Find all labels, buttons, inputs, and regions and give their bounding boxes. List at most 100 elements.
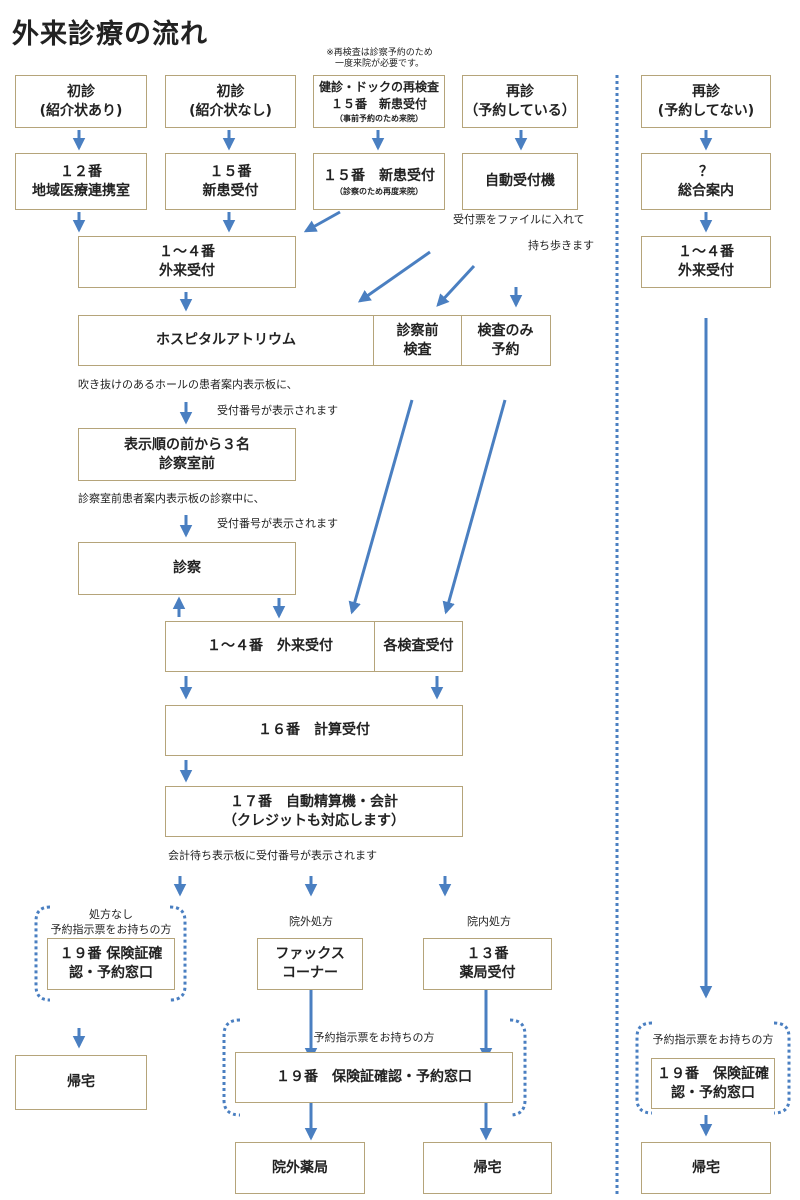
general-information: ？ 総合案内 — [641, 153, 771, 210]
outpatient-reception-second: １～４番 外来受付 各検査受付 — [165, 621, 463, 672]
hospital-atrium: ホスピタルアトリウム 診察前 検査 検査のみ 予約 — [78, 315, 551, 366]
box-line: （予約している） — [464, 102, 576, 119]
box-line: (紹介状なし) — [189, 102, 272, 119]
pharmacy-reception: １３番 薬局受付 — [423, 938, 552, 990]
box-line: (予約してない) — [657, 102, 755, 119]
box-line: 院外薬局 — [272, 1159, 328, 1176]
box-line: １９番 保険証確認・予約窓口 — [276, 1069, 472, 1085]
box-line: 帰宅 — [67, 1074, 95, 1090]
box-line: １５番 新患受付 — [323, 167, 435, 184]
right-group-label: 予約指示票をお持ちの方 — [652, 1033, 774, 1046]
box-line: 帰宅 — [692, 1159, 720, 1176]
box-line: １～４番 — [678, 244, 734, 260]
file-note-line2: 持ち歩きます — [528, 239, 594, 252]
box-line: 総合案内 — [678, 182, 734, 199]
box-line: 外来受付 — [678, 263, 734, 279]
revisit-without-appointment: 再診 (予約してない) — [641, 75, 771, 128]
go-home-center: 帰宅 — [423, 1142, 552, 1194]
box-line: １～４番 — [159, 244, 215, 260]
outside-pharmacy: 院外薬局 — [235, 1142, 365, 1194]
new-patient-reception-revisit: １５番 新患受付 （診察のため再度来院） — [313, 153, 445, 210]
recheck-note-line2: 一度来院が必要です。 — [334, 59, 425, 69]
reception2-main: １～４番 外来受付 — [166, 622, 374, 671]
box-line: 再診 — [506, 83, 534, 100]
box-line: （クレジットも対応します） — [223, 812, 405, 829]
payment-note: 会計待ち表示板に受付番号が表示されます — [168, 849, 377, 862]
outside-prescription-label: 院外処方 — [289, 915, 333, 928]
first-visit-without-referral: 初診 (紹介状なし) — [165, 75, 296, 128]
box-line: １９番 保険証確 — [657, 1065, 769, 1082]
outpatient-reception-right: １～４番 外来受付 — [641, 236, 771, 288]
box-line: 地域医療連携室 — [32, 182, 130, 199]
box-line: 各検査受付 — [383, 638, 454, 654]
first-visit-with-referral: 初診 (紹介状あり) — [15, 75, 147, 128]
box-line: 表示順の前から３名 — [124, 436, 250, 453]
new-patient-reception: １５番 新患受付 — [165, 153, 296, 210]
box-line: 外来受付 — [159, 263, 215, 279]
auto-reception-machine: 自動受付機 — [462, 153, 578, 210]
atrium-pre-exam: 診察前 検査 — [373, 316, 461, 365]
revisit-with-appointment: 再診 （予約している） — [462, 75, 578, 128]
box-line: コーナー — [282, 965, 338, 981]
box-line: 再診 — [692, 83, 720, 100]
box-line: ？ — [699, 163, 713, 180]
payment-machine: １７番 自動精算機・会計 （クレジットも対応します） — [165, 786, 463, 837]
file-note-line1: 受付票をファイルに入れて — [453, 213, 585, 226]
box-line: （診察のため再度来院） — [335, 186, 423, 196]
center-group-label: 予約指示票をお持ちの方 — [313, 1031, 435, 1044]
box-line: ホスピタルアトリウム — [156, 332, 296, 348]
box-line: 検査のみ — [477, 322, 534, 339]
insurance-check-left: １９番 保険証確 認・予約窓口 — [47, 938, 175, 990]
insurance-check-center: １９番 保険証確認・予約窓口 — [235, 1052, 513, 1103]
box-line: 薬局受付 — [459, 965, 516, 981]
box-line: (紹介状あり) — [39, 102, 123, 119]
box-line: 新患受付 — [202, 182, 259, 199]
box-line: ファックス — [275, 946, 345, 962]
recheck-note-line1: ※再検査は診察予約のため — [326, 48, 433, 58]
box-line: 検査 — [403, 341, 432, 358]
box-line: 予約 — [491, 341, 520, 358]
box-line: 診察前 — [396, 322, 439, 339]
checkup-recheck: 健診・ドックの再検査 １５番 新患受付 （事前予約のため来院） — [313, 75, 445, 128]
insurance-check-right: １９番 保険証確 認・予約窓口 — [651, 1058, 775, 1109]
box-line: 診察室前 — [159, 455, 215, 472]
box-line: 診察 — [173, 560, 201, 576]
inside-prescription-label: 院内処方 — [467, 915, 511, 928]
box-line: １５番 — [209, 163, 252, 180]
box-line: １６番 計算受付 — [258, 722, 370, 738]
box-line: １２番 — [60, 163, 102, 180]
label-line: 予約指示票をお持ちの方 — [50, 923, 172, 936]
box-line: １５番 新患受付 — [330, 97, 427, 111]
waiting-note-line2: 受付番号が表示されます — [217, 517, 338, 530]
box-line: 認・予約窓口 — [671, 1084, 755, 1101]
box-line: 認・予約窓口 — [69, 965, 153, 981]
fax-corner: ファックス コーナー — [257, 938, 363, 990]
box-line: 初診 — [67, 83, 95, 100]
box-line: 健診・ドックの再検査 — [318, 80, 439, 94]
box-line: 帰宅 — [473, 1159, 502, 1176]
reception2-exams: 各検査受付 — [374, 622, 462, 671]
box-line: （事前予約のため来院） — [335, 114, 423, 123]
go-home-right: 帰宅 — [641, 1142, 771, 1194]
examination: 診察 — [78, 542, 296, 595]
go-home-left: 帰宅 — [15, 1055, 147, 1110]
box-line: １３番 — [466, 946, 509, 962]
atrium-note-line1: 吹き抜けのあるホールの患者案内表示板に、 — [78, 378, 298, 391]
outpatient-reception-1-4: １～４番 外来受付 — [78, 236, 296, 288]
waiting-note-line1: 診察室前患者案内表示板の診察中に、 — [78, 492, 265, 505]
atrium-note-line2: 受付番号が表示されます — [217, 404, 338, 417]
atrium-exam-only: 検査のみ 予約 — [461, 316, 549, 365]
page-title: 外来診療の流れ — [12, 19, 208, 50]
left-group-label: 処方なし 予約指示票をお持ちの方 — [36, 907, 186, 937]
waiting-front-of-exam-room: 表示順の前から３名 診察室前 — [78, 428, 296, 481]
box-line: １～４番 外来受付 — [207, 638, 333, 654]
box-line: １９番 保険証確 — [59, 946, 163, 962]
atrium-main: ホスピタルアトリウム — [79, 316, 373, 365]
recheck-note: ※再検査は診察予約のため 一度来院が必要です。 — [312, 48, 447, 70]
box-line: １７番 自動精算機・会計 — [230, 793, 398, 810]
box-line: 初診 — [216, 83, 245, 100]
box-line: 自動受付機 — [485, 173, 555, 189]
regional-liaison-office: １２番 地域医療連携室 — [15, 153, 147, 210]
calculation-reception: １６番 計算受付 — [165, 705, 463, 756]
